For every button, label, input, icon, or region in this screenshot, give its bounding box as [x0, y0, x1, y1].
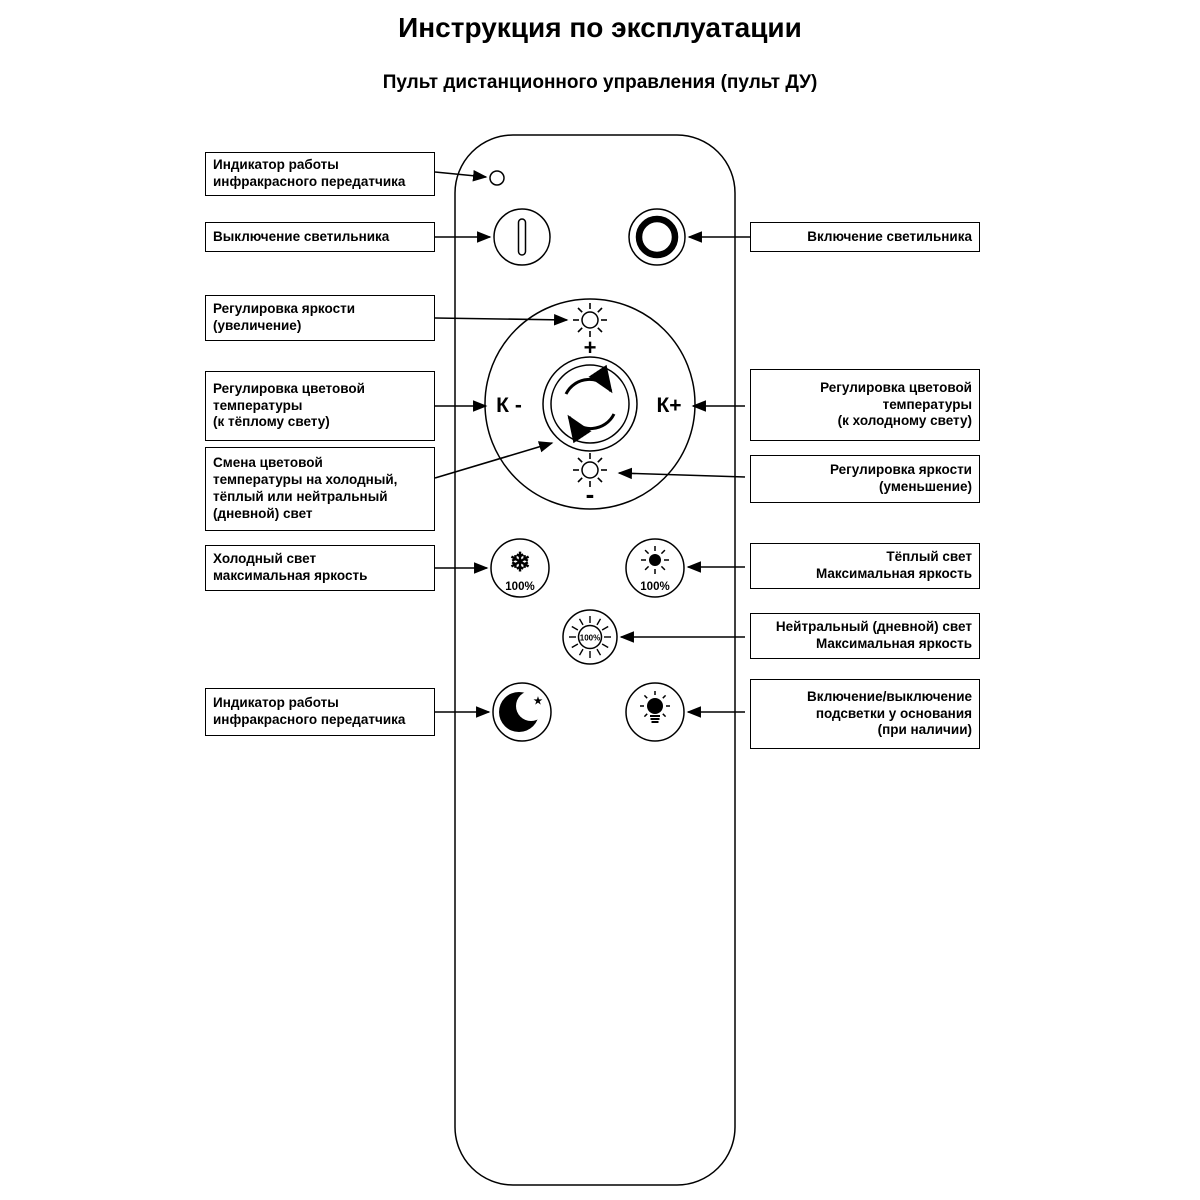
rotate-arrows-icon: [564, 364, 616, 444]
label-cold-temp: Регулировка цветовой температуры (к холо…: [750, 369, 980, 441]
plus-label: +: [584, 335, 597, 360]
label-brightness-down: Регулировка яркости (уменьшение): [750, 455, 980, 503]
color-cycle-button: [542, 356, 638, 452]
control-cluster: + К - К+: [484, 298, 696, 510]
label-turn-on: Включение светильника: [750, 222, 980, 252]
power-on-button: [628, 208, 686, 266]
label-cold-max: Холодный свет максимальная яркость: [205, 545, 435, 591]
arrow-brightness-down: [617, 467, 746, 480]
cold-percent-label: 100%: [505, 581, 534, 593]
power-off-button: [493, 208, 551, 266]
label-change-temp: Смена цветовой температуры на холодный, …: [205, 447, 435, 531]
night-mode-button: ★: [492, 682, 552, 742]
label-brightness-up: Регулировка яркости (увеличение): [205, 295, 435, 341]
power-off-icon: [517, 218, 527, 256]
label-turn-off: Выключение светильника: [205, 222, 435, 252]
callout-arrows: [434, 170, 750, 718]
neutral-sun-icon: [569, 616, 611, 658]
remote-body: [454, 134, 736, 1186]
neutral-percent-label: 100%: [580, 634, 600, 643]
page-title: Инструкция по эксплуатации: [398, 12, 802, 43]
brightness-up-icon: +: [573, 303, 607, 360]
warm-percent-label: 100%: [640, 581, 669, 593]
k-minus-label: К -: [496, 394, 522, 417]
arrow-ir-indicator-top: [434, 170, 488, 182]
minus-label: -: [586, 479, 595, 509]
base-light-button: [625, 682, 685, 742]
label-warm-temp: Регулировка цветовой температуры (к тёпл…: [205, 371, 435, 441]
star-icon: ★: [534, 696, 543, 707]
label-neutral-max: Нейтральный (дневной) свет Максимальная …: [750, 613, 980, 659]
label-warm-max: Тёплый свет Максимальная яркость: [750, 543, 980, 589]
arrow-brightness-up: [434, 314, 569, 326]
neutral-max-button: 100%: [562, 609, 618, 665]
snowflake-icon: ❄: [509, 547, 531, 577]
warm-sun-icon: [641, 546, 669, 574]
ir-indicator-led: [489, 170, 505, 186]
label-ir-indicator-top: Индикатор работы инфракрасного передатчи…: [205, 152, 435, 196]
brightness-down-icon: -: [573, 453, 607, 509]
warm-max-button: 100%: [625, 538, 685, 598]
moon-icon: ★: [499, 691, 546, 732]
cold-max-button: ❄ 100%: [490, 538, 550, 598]
page-subtitle: Пульт дистанционного управления (пульт Д…: [382, 72, 818, 93]
k-plus-label: К+: [656, 394, 681, 417]
bulb-icon: [640, 691, 670, 723]
power-on-icon: [635, 215, 679, 259]
arrow-change-temp: [434, 441, 554, 479]
label-ir-indicator-bottom: Индикатор работы инфракрасного передатчи…: [205, 688, 435, 736]
label-base-light: Включение/выключение подсветки у основан…: [750, 679, 980, 749]
